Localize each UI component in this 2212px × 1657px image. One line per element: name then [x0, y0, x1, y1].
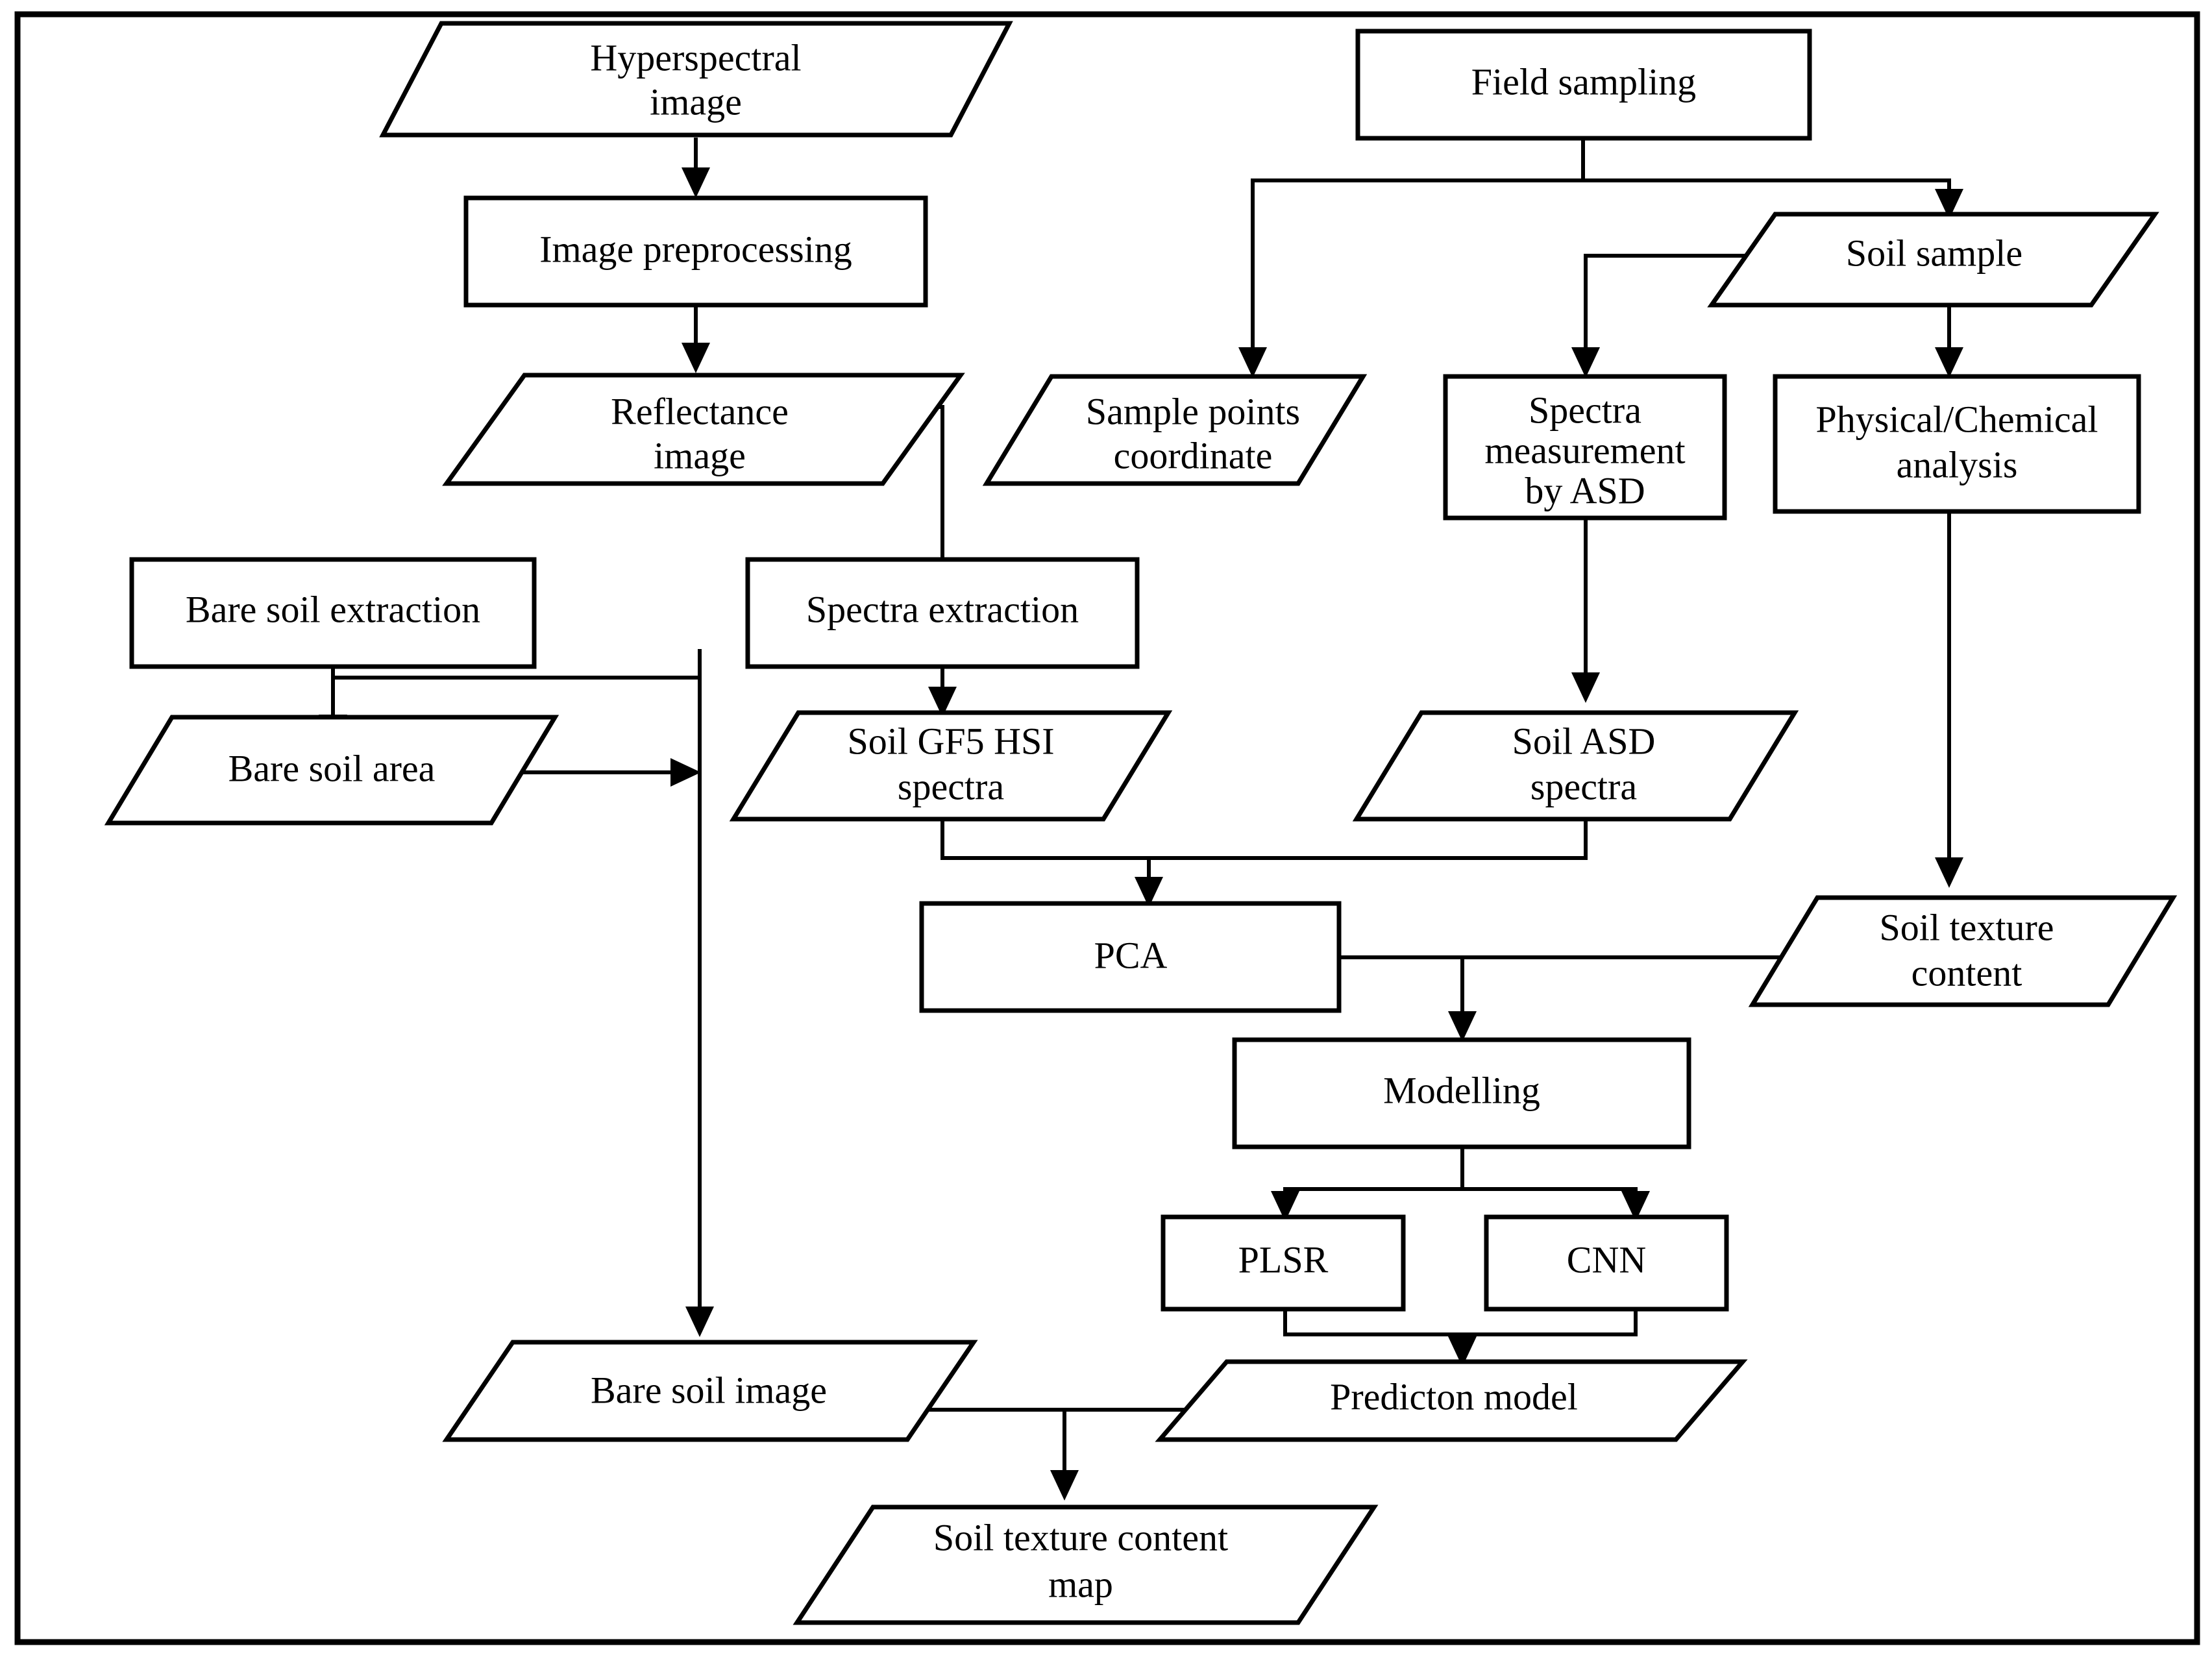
node-label-hyperspectral-image-line2: image [650, 80, 742, 123]
node-bare-soil-extraction[interactable] [129, 557, 537, 669]
edge-field-sampling-to-soil-sample [1583, 178, 1951, 206]
arrowhead-icon [1935, 347, 1963, 378]
node-soil-texture-content[interactable] [1748, 895, 2178, 1007]
node-hyperspectral-image[interactable] [379, 21, 1013, 138]
node-label-soil-gf5-hsi-spectra-line2: spectra [898, 765, 1004, 807]
edge-modelling-split-right [1462, 1187, 1638, 1209]
node-label-pca: PCA [1094, 934, 1168, 976]
node-label-spectra-extraction: Spectra extraction [806, 588, 1079, 630]
arrowhead-icon [1271, 1191, 1299, 1221]
node-field-sampling[interactable] [1355, 29, 1812, 141]
arrowhead-icon [1621, 1191, 1650, 1221]
arrowhead-icon [685, 1307, 714, 1337]
arrowhead-icon [682, 167, 710, 198]
node-label-bare-soil-extraction: Bare soil extraction [186, 588, 480, 630]
node-label-cnn: CNN [1567, 1238, 1646, 1281]
node-plsr[interactable] [1161, 1214, 1406, 1312]
node-label-predicton-model: Predicton model [1330, 1375, 1578, 1418]
edge-plsr-to-predicton [1283, 1307, 1464, 1354]
node-label-soil-texture-content-map-line1: Soil texture content [933, 1516, 1228, 1558]
node-soil-gf5-hsi-spectra[interactable] [729, 710, 1173, 822]
node-pca[interactable] [919, 901, 1342, 1013]
node-label-modelling: Modelling [1383, 1069, 1540, 1111]
node-label-soil-gf5-hsi-spectra-line1: Soil GF5 HSI [847, 720, 1054, 762]
diagram-frame [14, 11, 2200, 1645]
node-label-soil-asd-spectra-line2: spectra [1530, 765, 1637, 807]
arrowhead-icon [1238, 347, 1267, 378]
edge-modelling-split [1283, 1146, 1464, 1209]
node-predicton-model[interactable] [1155, 1359, 1748, 1442]
edge-cnn-to-predicton [1462, 1307, 1638, 1336]
node-spectra-measurement-by-asd[interactable] [1443, 374, 1727, 521]
edge-field-sampling-bus [1251, 138, 1585, 365]
node-label-plsr: PLSR [1238, 1238, 1329, 1281]
node-soil-sample[interactable] [1707, 212, 2159, 308]
node-label-reflectance-image-line1: Reflectance [611, 390, 789, 432]
arrowhead-icon [1935, 857, 1963, 888]
node-label-soil-texture-content-line2: content [1911, 951, 2022, 994]
node-modelling[interactable] [1232, 1037, 1691, 1149]
node-soil-asd-spectra[interactable] [1352, 710, 1799, 822]
node-sample-points-coordinate[interactable] [982, 374, 1368, 486]
arrowhead-icon [1448, 1336, 1477, 1367]
edge-gf5-to-pca [940, 819, 1151, 894]
edge-soil-sample-to-spectra-measurement [1584, 254, 1752, 365]
node-bare-soil-area[interactable] [104, 715, 559, 826]
node-label-soil-texture-content-line1: Soil texture [1879, 906, 2054, 948]
arrowhead-icon [1571, 672, 1600, 703]
node-image-preprocessing[interactable] [463, 195, 928, 308]
arrowhead-icon [1050, 1470, 1079, 1501]
edge-bare-soil-image-to-map [907, 1408, 1066, 1488]
node-label-image-preprocessing: Image preprocessing [539, 228, 852, 270]
node-spectra-extraction[interactable] [745, 557, 1140, 669]
arrowhead-icon [1571, 347, 1600, 378]
node-label-sample-points-coordinate-line2: coordinate [1114, 434, 1273, 476]
node-bare-soil-image[interactable] [442, 1340, 978, 1442]
node-label-bare-soil-area: Bare soil area [228, 747, 436, 789]
node-label-hyperspectral-image-line1: Hyperspectral [590, 36, 801, 79]
node-label-sample-points-coordinate-line1: Sample points [1086, 390, 1300, 432]
node-label-spectra-measurement-line3: by ASD [1525, 469, 1645, 511]
arrowhead-icon [1448, 1011, 1477, 1042]
node-label-reflectance-image-line2: image [654, 434, 746, 476]
node-label-bare-soil-image: Bare soil image [591, 1369, 827, 1411]
arrowhead-icon [1935, 189, 1963, 219]
arrowhead-icon [928, 687, 957, 717]
node-cnn[interactable] [1484, 1214, 1729, 1312]
node-reflectance-image[interactable] [442, 373, 965, 486]
node-label-soil-texture-content-map-line2: map [1048, 1563, 1113, 1605]
arrowhead-icon [1135, 877, 1163, 907]
node-label-spectra-measurement-line2: measurement [1484, 429, 1685, 471]
node-label-physical-chemical-analysis-line2: analysis [1897, 443, 2018, 485]
edge-asd-to-pca [1149, 819, 1588, 860]
node-physical-chemical-analysis[interactable] [1773, 374, 2141, 514]
node-soil-texture-content-map[interactable] [793, 1504, 1379, 1625]
node-label-field-sampling: Field sampling [1471, 60, 1696, 103]
node-label-spectra-measurement-line1: Spectra [1529, 389, 1641, 431]
node-label-soil-asd-spectra-line1: Soil ASD [1512, 720, 1656, 762]
node-label-physical-chemical-analysis-line1: Physical/Chemical [1816, 398, 2098, 440]
node-label-soil-sample: Soil sample [1846, 232, 2022, 274]
arrowhead-icon [670, 758, 701, 787]
arrowhead-icon [682, 343, 710, 373]
